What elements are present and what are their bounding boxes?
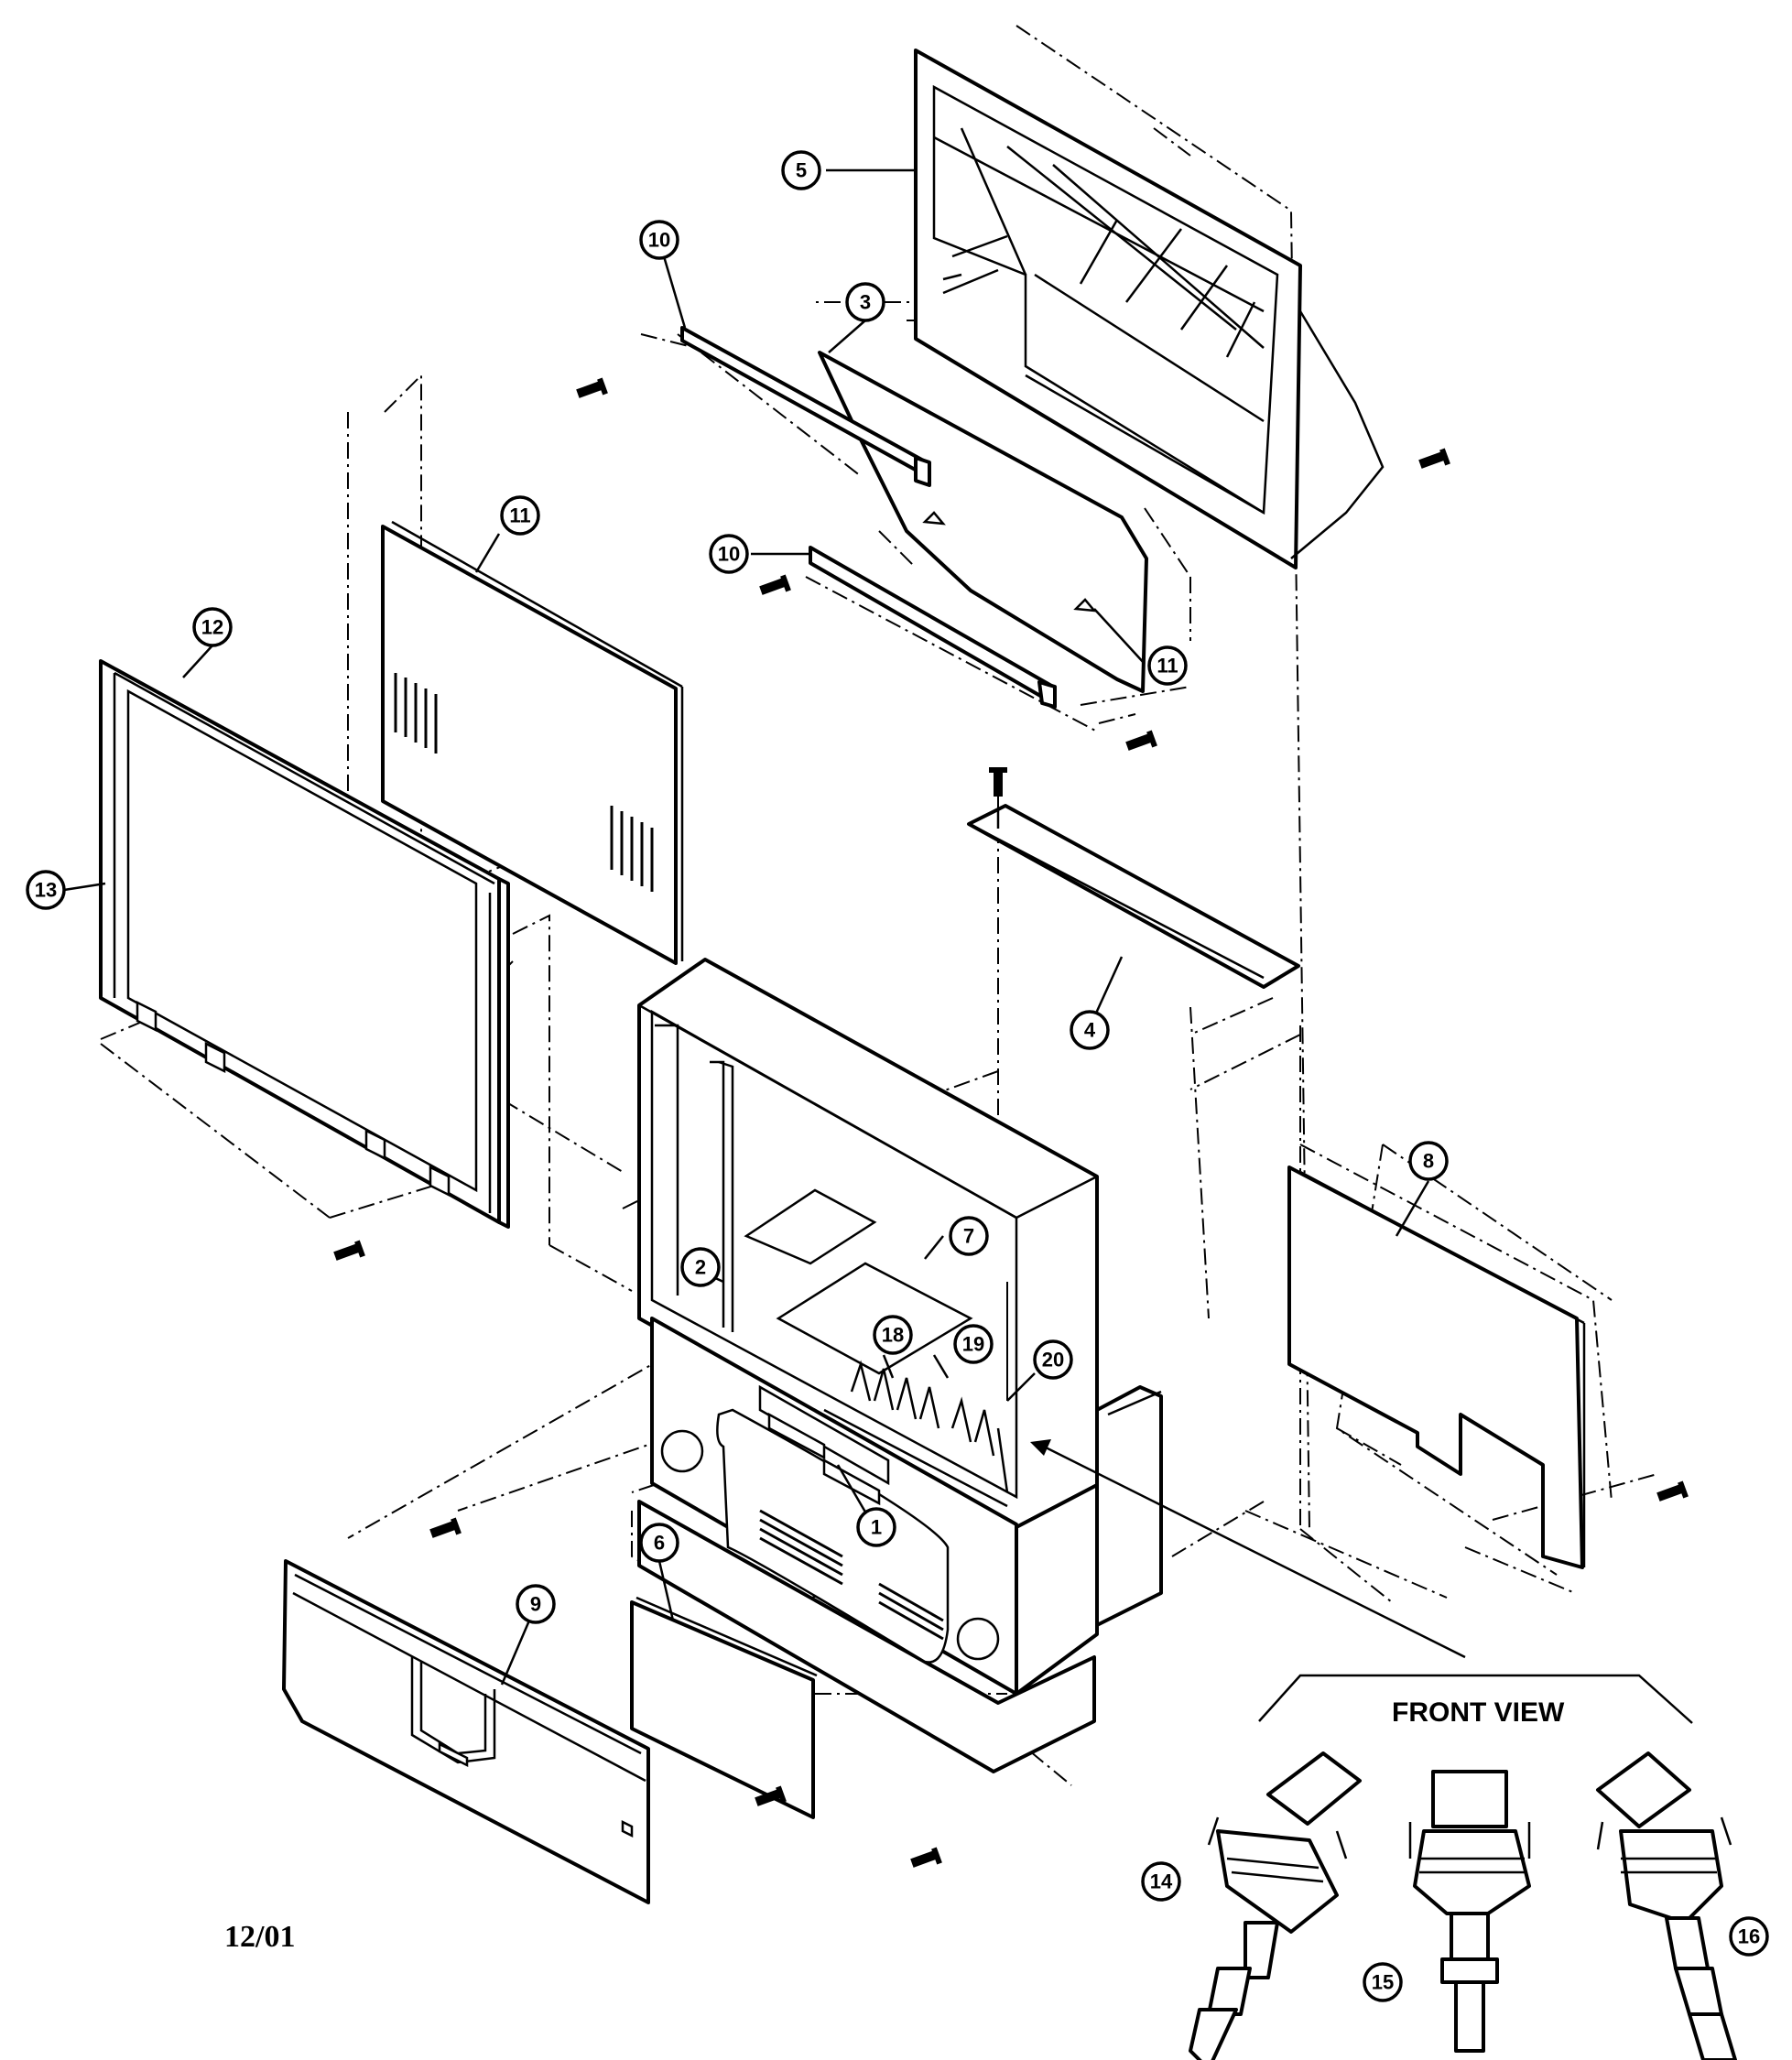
callout-18: 18 bbox=[873, 1315, 913, 1355]
callout-3: 3 bbox=[845, 282, 885, 322]
svg-text:19: 19 bbox=[962, 1333, 984, 1356]
svg-text:13: 13 bbox=[35, 879, 57, 902]
callout-20: 20 bbox=[1033, 1339, 1073, 1380]
callout-15: 14 bbox=[1141, 1861, 1181, 1902]
part-shield-4 bbox=[967, 804, 1300, 989]
callouts: 5 10 3 11 10 11 12 13 4 7 8 2 18 19 20 1… bbox=[26, 150, 1769, 2002]
svg-text:11: 11 bbox=[509, 504, 530, 527]
svg-text:18: 18 bbox=[882, 1324, 904, 1347]
part-back-cover-8 bbox=[1287, 1166, 1586, 1569]
part-rear-cover-5 bbox=[914, 49, 1385, 569]
svg-text:7: 7 bbox=[963, 1225, 974, 1248]
svg-text:14: 14 bbox=[1150, 1870, 1173, 1893]
screw-icon bbox=[759, 574, 791, 595]
front-view: FRONT VIEW bbox=[1030, 1439, 1737, 2060]
crt-tube-17 bbox=[1596, 1751, 1737, 2060]
callout-12: 11 bbox=[500, 495, 540, 536]
screw-icon bbox=[429, 1517, 462, 1538]
screw-icon bbox=[1418, 448, 1450, 469]
svg-text:16: 16 bbox=[1738, 1925, 1760, 1948]
svg-text:3: 3 bbox=[860, 291, 871, 314]
screw-icon bbox=[755, 1785, 787, 1806]
svg-text:5: 5 bbox=[796, 159, 807, 182]
callout-7: 7 bbox=[949, 1216, 989, 1256]
part-mirror-3 bbox=[818, 351, 1148, 693]
callout-13: 12 bbox=[192, 607, 233, 647]
svg-text:10: 10 bbox=[648, 229, 670, 252]
callout-9: 9 bbox=[516, 1584, 556, 1624]
part-lens-panel-12 bbox=[381, 520, 684, 965]
callout-8: 8 bbox=[1408, 1141, 1449, 1181]
part-screen-frame-13 bbox=[99, 659, 510, 1229]
screw-icon bbox=[910, 1847, 942, 1868]
date-code: 12/01 bbox=[224, 1920, 295, 1954]
callout-5: 5 bbox=[781, 150, 821, 190]
screw-icon bbox=[989, 767, 1007, 797]
svg-text:4: 4 bbox=[1084, 1019, 1096, 1042]
callout-11: 11 bbox=[1147, 645, 1188, 686]
front-view-label: FRONT VIEW bbox=[1392, 1697, 1565, 1728]
svg-text:15: 15 bbox=[1372, 1971, 1394, 1994]
callout-2: 2 bbox=[680, 1247, 721, 1287]
callout-4: 4 bbox=[1070, 1010, 1110, 1050]
svg-text:9: 9 bbox=[530, 1593, 541, 1616]
callout-10-upper: 10 bbox=[639, 220, 679, 260]
svg-text:11: 11 bbox=[1157, 655, 1178, 678]
part-cabinet bbox=[637, 958, 1163, 1773]
screw-icon bbox=[333, 1240, 365, 1261]
svg-text:2: 2 bbox=[695, 1256, 706, 1279]
callout-19: 19 bbox=[953, 1324, 994, 1364]
screw-icon bbox=[576, 377, 608, 398]
part-speaker-grille-9 bbox=[282, 1559, 650, 1904]
part-panel-6 bbox=[630, 1596, 818, 1819]
svg-text:6: 6 bbox=[654, 1532, 665, 1555]
screw-icon bbox=[1656, 1480, 1689, 1502]
svg-text:8: 8 bbox=[1423, 1150, 1434, 1173]
callout-6: 6 bbox=[639, 1523, 679, 1563]
svg-text:10: 10 bbox=[718, 543, 740, 566]
svg-text:12: 12 bbox=[201, 616, 223, 639]
crt-tube-16 bbox=[1408, 1770, 1531, 2053]
part-bracket-10-lower bbox=[809, 546, 1057, 709]
part-bracket-10-upper bbox=[680, 326, 931, 487]
tube-fins bbox=[823, 1360, 1009, 1508]
vent-slots-upper bbox=[394, 673, 438, 754]
svg-text:20: 20 bbox=[1042, 1349, 1064, 1372]
callout-14: 13 bbox=[26, 870, 66, 910]
callout-16: 15 bbox=[1363, 1962, 1403, 2002]
crt-tube-15 bbox=[1189, 1751, 1362, 2060]
callout-17: 16 bbox=[1729, 1916, 1769, 1957]
cabinet-vents bbox=[759, 1509, 944, 1641]
screw-icon bbox=[1125, 730, 1157, 751]
callout-10-lower: 10 bbox=[709, 534, 749, 574]
vent-slots-lower bbox=[610, 806, 654, 892]
callout-1: 1 bbox=[856, 1507, 896, 1547]
screws bbox=[333, 377, 1689, 1868]
svg-text:1: 1 bbox=[871, 1516, 882, 1539]
